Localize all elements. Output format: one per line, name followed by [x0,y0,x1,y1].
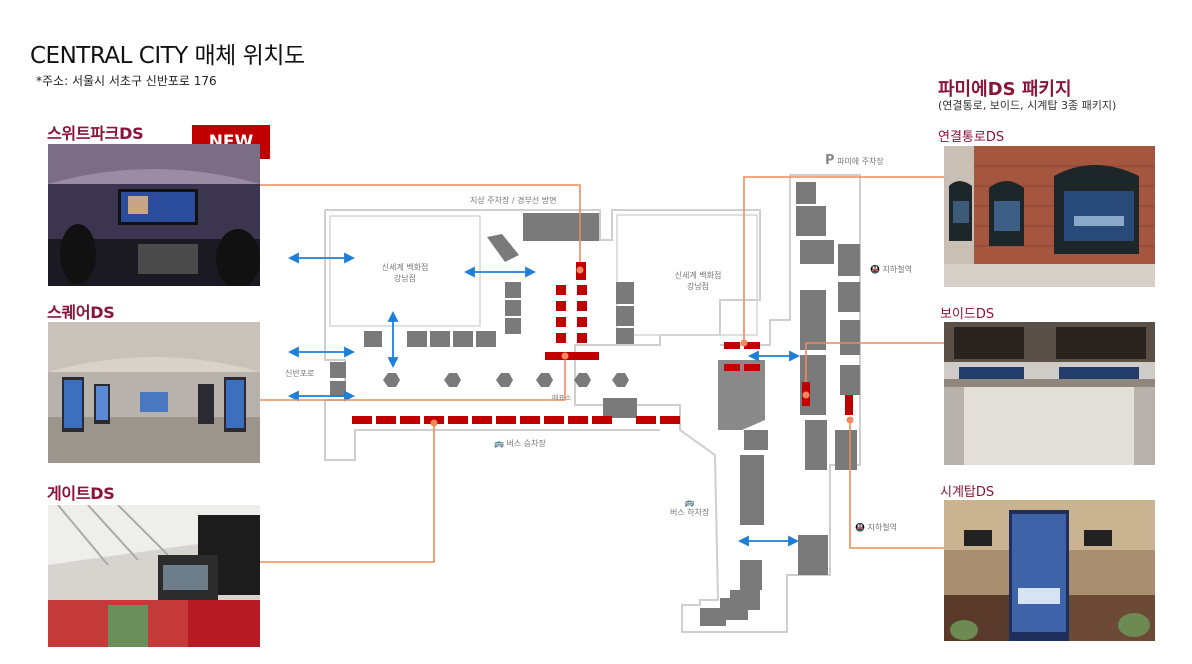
map-sinbanpo: 신반포로 [285,369,315,378]
label-suite-park-ds: 스위트파크DS [47,124,144,143]
subway-icon: 🚇 [855,523,865,532]
map-bus-alighting-label: 버스 하차장 [670,508,710,517]
map-dept-right: 신세계 백화점 강남점 [668,270,728,292]
gate-photo-image [48,505,260,647]
flow-arrows [287,252,801,547]
map-pamiel-parking: P 파미에 주차장 [825,153,884,168]
subway-icon: 🚇 [870,265,880,274]
map-dept-right-line1: 신세계 백화점 [674,271,722,280]
bus-icon: 🚌 [684,498,695,507]
photo-clocktower-ds [944,500,1155,641]
photo-void-ds [944,322,1155,465]
map-bus-boarding-label: 버스 승차장 [506,439,546,448]
parking-letter: P [825,153,835,168]
map-dept-right-line2: 강남점 [686,282,710,291]
map-dept-left-line1: 신세계 백화점 [381,263,429,272]
square-photo-image [48,322,260,463]
address-text: *주소: 서울시 서초구 신반포로 176 [36,74,217,88]
map-bus-alighting: 🚌 버스 하차장 [670,498,709,518]
connector-lines [260,176,944,563]
map-dept-left-line2: 강남점 [393,274,417,283]
photo-suite-park-ds [48,144,260,286]
map-dept-left: 신세계 백화점 강남점 [375,262,435,284]
label-gate-ds: 게이트DS [47,484,115,503]
label-connection-ds: 연결통로DS [938,130,1005,145]
label-square-ds: 스퀘어DS [47,303,115,322]
map-ticket: 매표소 [552,394,572,402]
map-pamiel-parking-label: 파미에 주차장 [837,157,884,166]
package-subtitle: (연결통로, 보이드, 시계탑 3종 패키지) [938,99,1117,112]
suite-park-photo-image [48,144,260,286]
map-subway-bottom: 🚇 지하철역 [855,522,897,533]
map-subway-bottom-label: 지하철역 [867,523,897,532]
package-title: 파미에DS 패키지 [938,79,1072,100]
photo-square-ds [48,322,260,463]
map-subway-top-label: 지하철역 [882,265,912,274]
photo-gate-ds [48,505,260,647]
clocktower-photo-image [944,500,1155,641]
bus-icon: 🚌 [494,439,504,448]
map-top-parking: 지상 주차장 / 경부선 방면 [470,196,557,205]
page-title: CENTRAL CITY 매체 위치도 [30,43,305,69]
map-blocks [330,182,860,626]
label-void-ds: 보이드DS [940,307,995,322]
photo-connection-ds [944,146,1155,287]
map-bus-boarding: 🚌 버스 승차장 [494,438,546,449]
map-subway-top: 🚇 지하철역 [870,264,912,275]
label-clocktower-ds: 시계탑DS [940,485,995,500]
void-photo-image [944,322,1155,465]
connection-photo-image [944,146,1155,287]
